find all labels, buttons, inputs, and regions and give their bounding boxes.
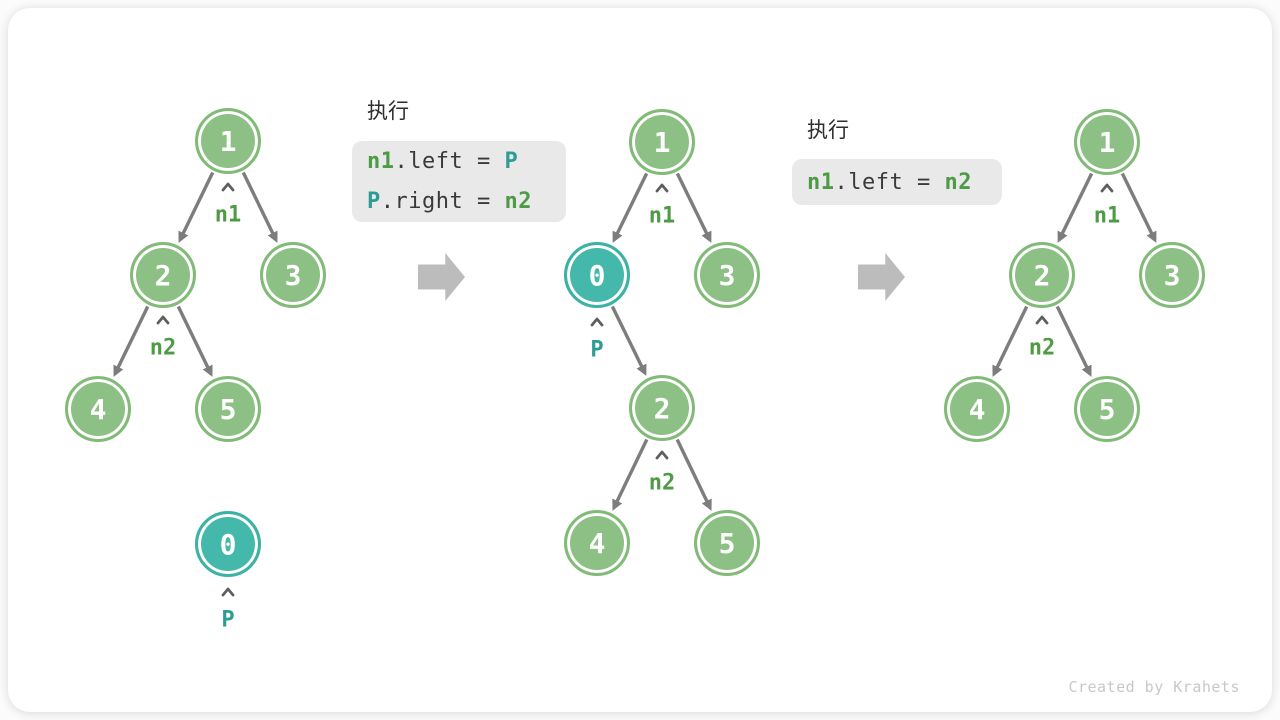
tree1-edge-2-4 <box>113 305 150 377</box>
tree1-edge-2-5 <box>176 305 213 377</box>
tree3-edge-2-5 <box>1055 305 1092 377</box>
tree3-edge-1-3 <box>1120 172 1157 243</box>
credit-text: Created by Krahets <box>1068 678 1240 696</box>
tree1-edge-1-2 <box>178 171 215 243</box>
tree2-edge-2-4 <box>612 438 649 511</box>
tree3-edge-2-4 <box>992 305 1029 377</box>
tree2-edge-2-5 <box>675 438 712 511</box>
tree3-edge-1-2 <box>1057 172 1094 243</box>
tree2-edge-1-3 <box>675 172 712 243</box>
tree2-edge-0-2 <box>610 305 647 376</box>
tree1-edge-1-3 <box>241 171 278 243</box>
tree2-edge-1-0 <box>612 172 649 243</box>
